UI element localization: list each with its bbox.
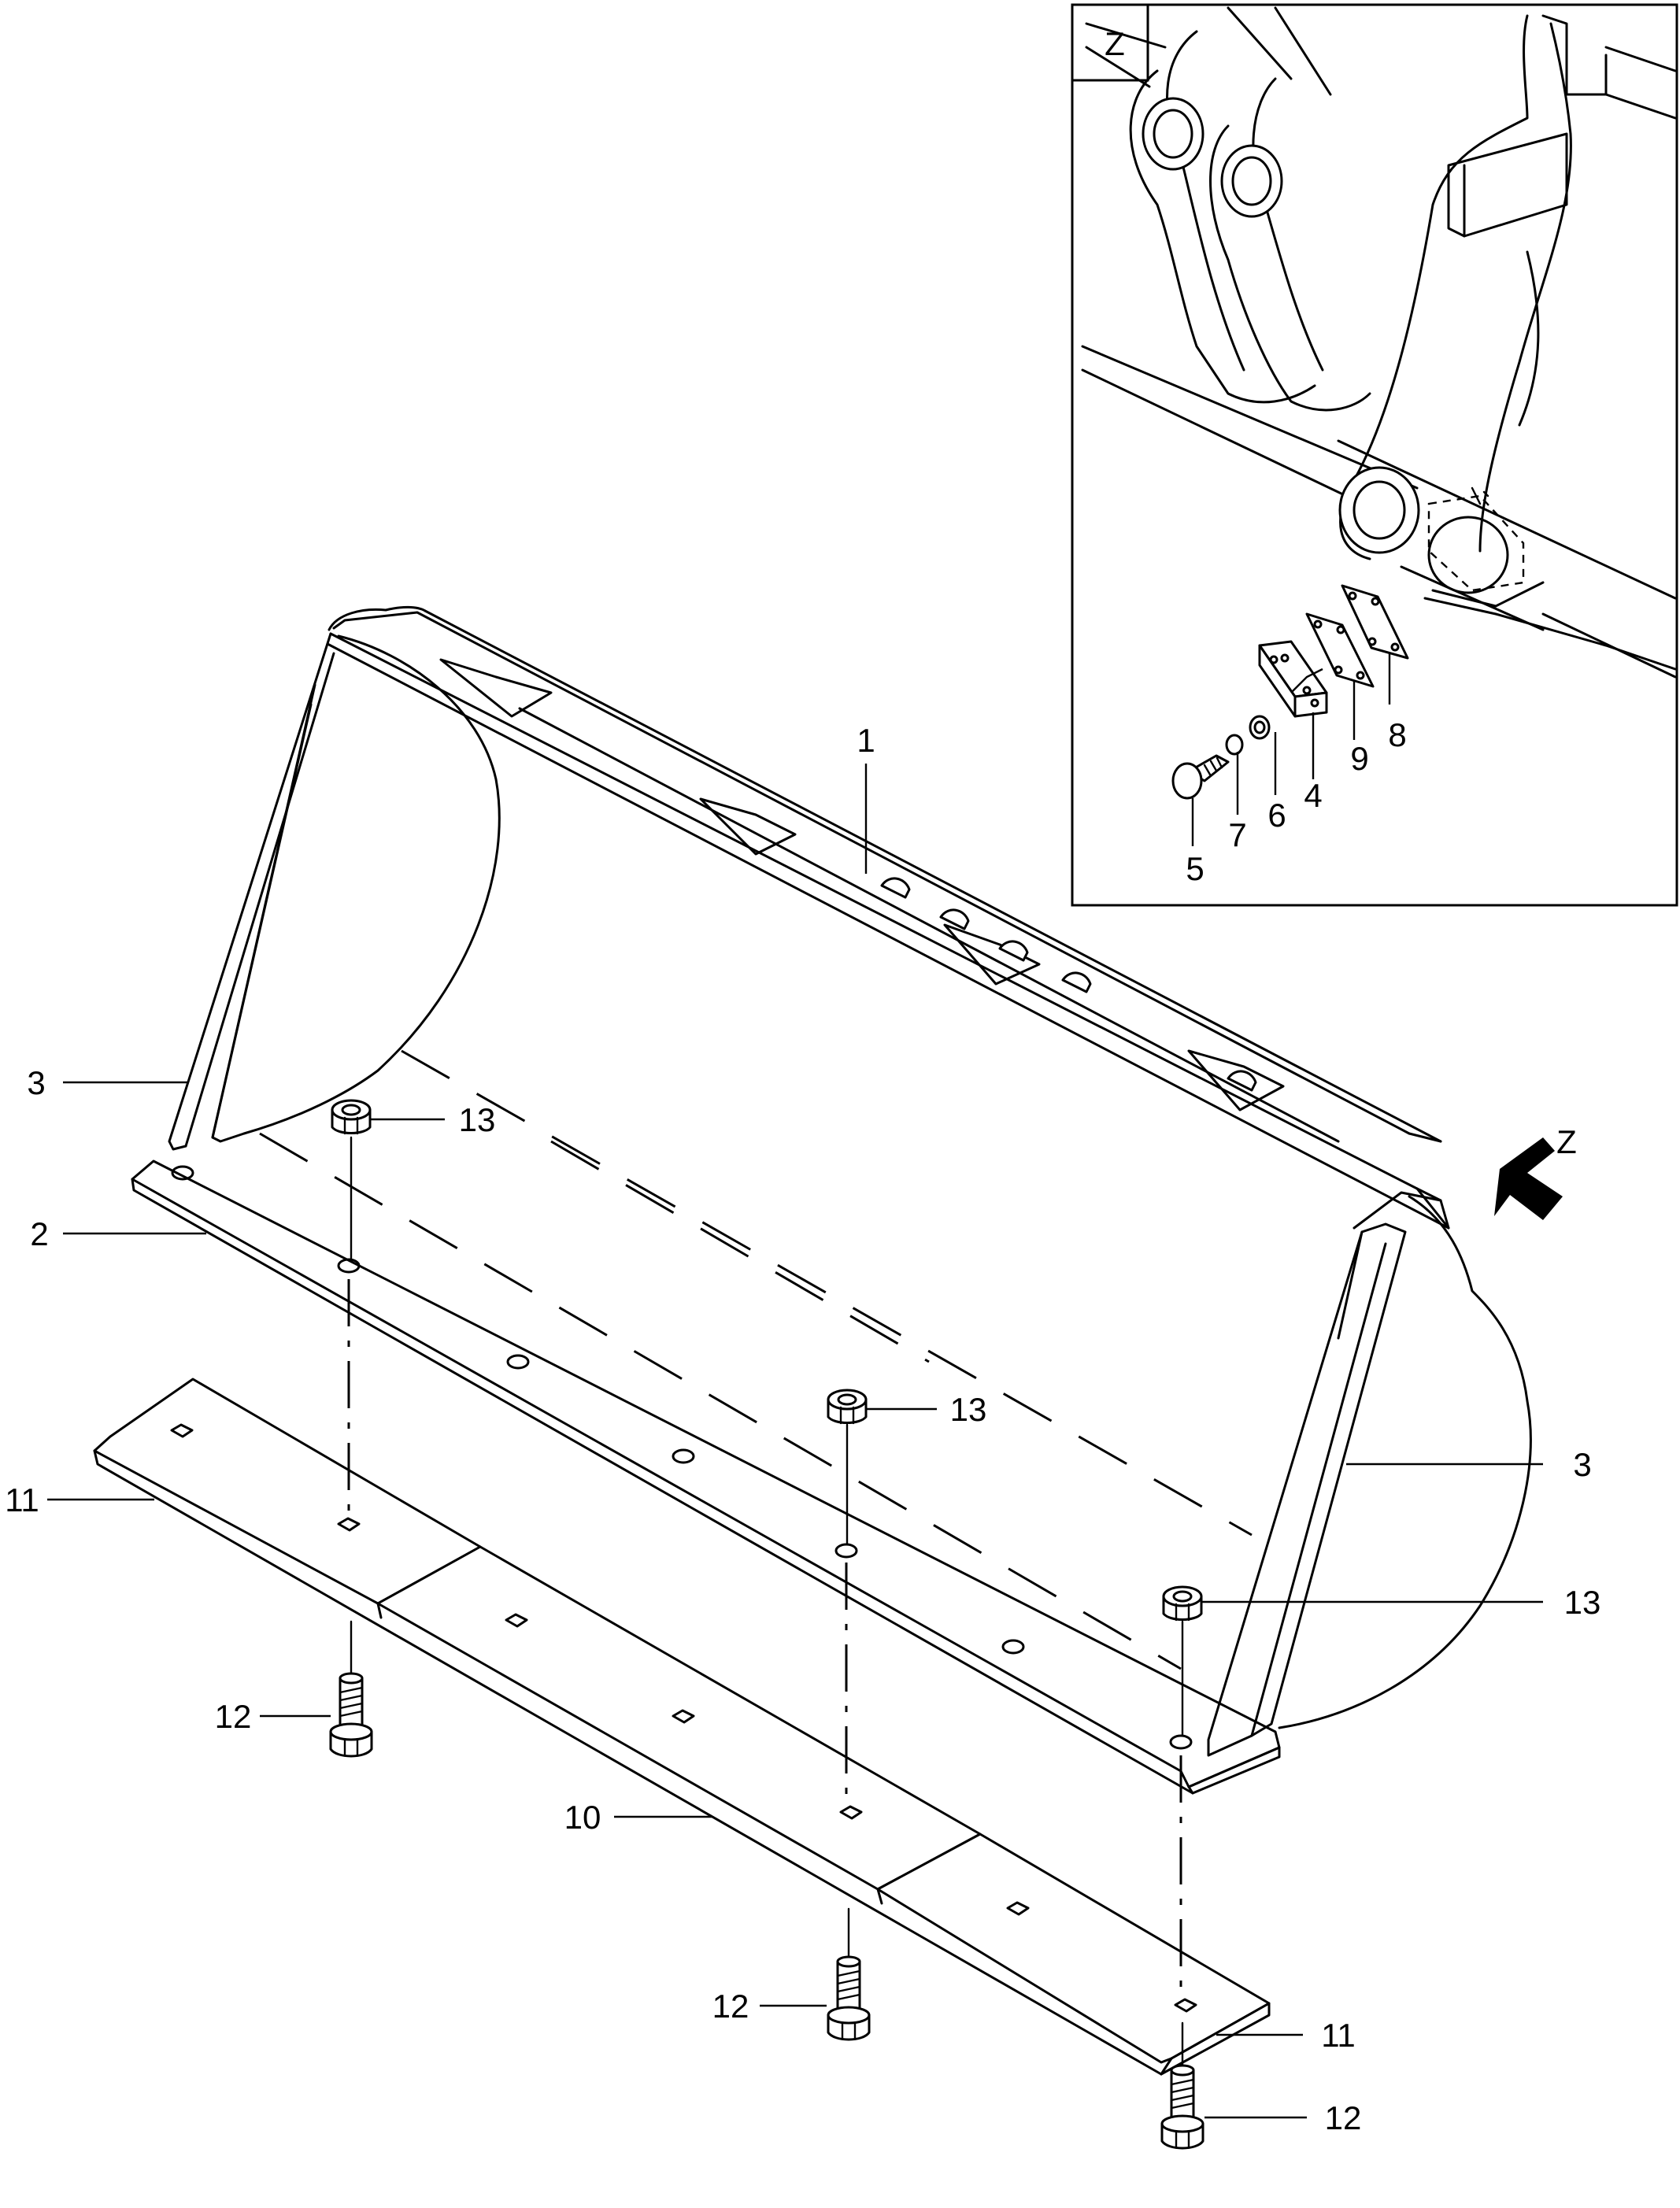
view-z-arrow — [1494, 1137, 1563, 1220]
callout-12-c: 12 — [1325, 2099, 1362, 2136]
edge-segment-11-left — [93, 1378, 482, 1605]
bolt-12-a — [329, 1672, 373, 1758]
callout-4: 4 — [1304, 777, 1322, 814]
callout-12-b: 12 — [712, 1988, 749, 2025]
callout-6: 6 — [1267, 797, 1286, 834]
edge-segment-11-right — [876, 1833, 1271, 2064]
callout-13-b: 13 — [950, 1391, 987, 1428]
detail-label-box — [1071, 3, 1149, 82]
callout-2: 2 — [30, 1215, 48, 1252]
wear-plates — [93, 1378, 1271, 2076]
pin-boss-2 — [1220, 144, 1283, 218]
callout-7: 7 — [1228, 816, 1246, 853]
view-z-label: Z — [1556, 1123, 1577, 1160]
detail-view-z: Z — [1071, 3, 1678, 907]
bucket-assembly: Z — [131, 605, 1577, 1795]
nut-13-a — [331, 1099, 372, 1135]
callout-11-right: 11 — [1321, 2017, 1356, 2054]
callout-5: 5 — [1186, 850, 1204, 887]
callout-8: 8 — [1388, 716, 1406, 753]
washer-6 — [1249, 715, 1271, 740]
callout-3-right: 3 — [1573, 1446, 1591, 1483]
bolt-12-b — [827, 1955, 871, 2041]
shim-plate-8 — [1341, 584, 1409, 660]
shim-plate-9 — [1305, 612, 1375, 688]
callout-1: 1 — [857, 722, 875, 759]
callout-10: 10 — [564, 1799, 601, 1836]
callout-9: 9 — [1350, 740, 1368, 777]
bolt-12-c — [1160, 2064, 1204, 2150]
callout-11-left: 11 — [5, 1481, 39, 1518]
nut-13-c — [1162, 1585, 1203, 1622]
spring-washer-7 — [1225, 734, 1244, 756]
callout-12-a: 12 — [215, 1698, 252, 1735]
pin-boss-1 — [1142, 97, 1204, 171]
fasteners — [329, 1099, 1204, 2150]
callouts: 1 3 2 13 13 13 3 11 12 10 12 11 12 — [5, 722, 1600, 2136]
callout-13-c: 13 — [1564, 1584, 1601, 1621]
callout-13-a: 13 — [459, 1101, 496, 1138]
nut-13-b — [827, 1389, 868, 1425]
callout-3-left: 3 — [27, 1064, 45, 1101]
pin-boss-3 — [1338, 466, 1420, 554]
